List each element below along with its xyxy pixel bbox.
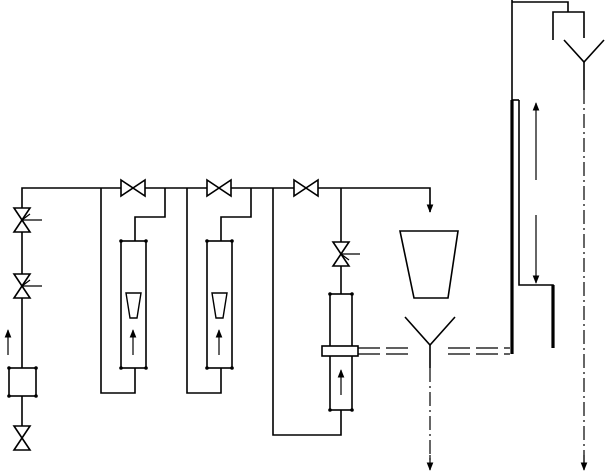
column-flange <box>321 345 359 357</box>
column-inlet-valve <box>331 241 360 267</box>
float-2 <box>211 292 228 319</box>
needle-valve-lower <box>12 273 42 299</box>
header-valve-1 <box>120 178 146 198</box>
funnel-lower <box>404 316 510 471</box>
collection-beaker <box>399 230 459 299</box>
rotameter-2 <box>186 188 252 394</box>
overflow-tube <box>510 0 585 354</box>
inlet-shutoff-valve <box>12 425 32 451</box>
needle-valve-upper <box>12 207 42 233</box>
header-valve-2 <box>206 178 232 198</box>
header-valve-3 <box>293 178 319 198</box>
inlet-column <box>4 187 434 451</box>
rotameter-1 <box>100 188 166 394</box>
float-1 <box>125 292 142 319</box>
filter-box <box>8 367 37 397</box>
test-column <box>272 188 412 436</box>
funnel-upper <box>563 39 605 471</box>
